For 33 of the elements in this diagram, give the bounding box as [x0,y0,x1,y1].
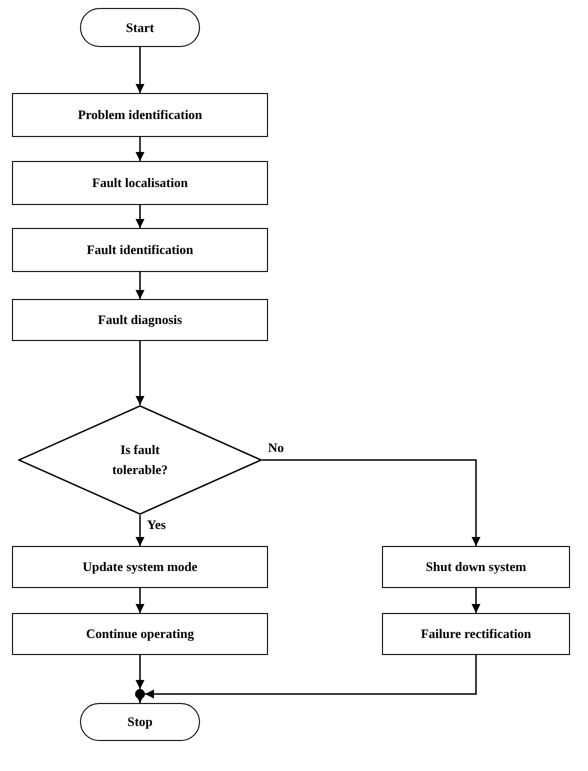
node-text: Is fault tolerable? [111,441,169,479]
node-text: Fault diagnosis [98,311,182,329]
process-box [382,546,570,588]
node-text: Shut down system [426,558,526,576]
process-box [12,161,268,205]
arrow [136,47,144,93]
node-text: Fault localisation [92,174,188,192]
arrow [136,272,144,299]
process-box [382,613,570,655]
process-box [12,613,268,655]
node-text: Failure rectification [420,625,532,643]
terminal-box [80,8,200,47]
node-text: Fault identification [86,241,194,259]
process-box [12,228,268,272]
process-box [12,546,268,588]
arrow [262,459,480,546]
process-box [12,299,268,341]
decision-diamond [18,405,262,515]
node-text: Problem identification [78,106,202,124]
arrow [136,137,144,161]
arrow [136,515,144,546]
node-text: Continue operating [86,625,194,643]
arrow [145,655,477,698]
arrow [472,588,480,613]
node-text: Update system mode [82,558,198,576]
node-text: Start [126,18,154,36]
process-box [12,93,268,137]
arrow [136,655,144,689]
node-text: Stop [127,713,153,731]
arrow [136,341,144,405]
terminal-box [80,703,200,741]
arrow [136,588,144,613]
arrow [136,205,144,228]
